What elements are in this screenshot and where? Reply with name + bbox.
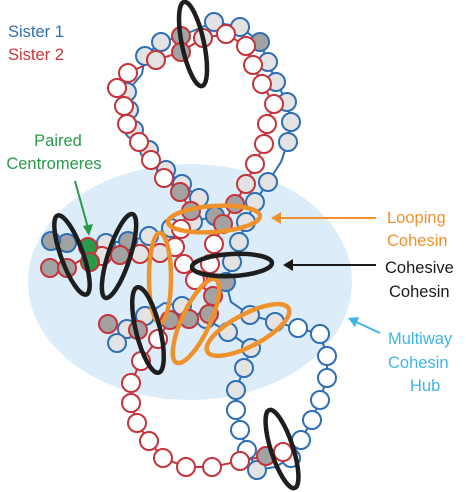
cohesive-cohesin-label-line2: Cohesin [389,283,450,301]
looping-cohesin-label-line2: Cohesin [387,232,448,250]
paired-centromeres-label-line1: Paired [34,132,82,150]
looping-cohesin-label-line1: Looping [387,209,446,227]
cohesive-cohesin-label-line1: Cohesive [385,259,454,277]
paired-centromeres-arrow [74,180,93,236]
looping-cohesin-arrow [271,212,376,224]
looping-cohesin-rings [146,203,292,366]
multiway-hub-label-line3: Hub [410,377,440,395]
cohesive-cohesin-rings [52,0,301,491]
legend-sister2: Sister 2 [8,46,64,64]
multiway-hub-arrow [348,317,381,334]
paired-centromeres-label-line2: Centromeres [6,155,101,173]
multiway-hub-label-line2: Cohesin [388,354,449,372]
multiway-hub-label-line1: Multiway [388,330,453,348]
cohesive-cohesin-arrow [283,259,376,271]
legend-sister1: Sister 1 [8,23,64,41]
sister2-beads [40,24,293,477]
